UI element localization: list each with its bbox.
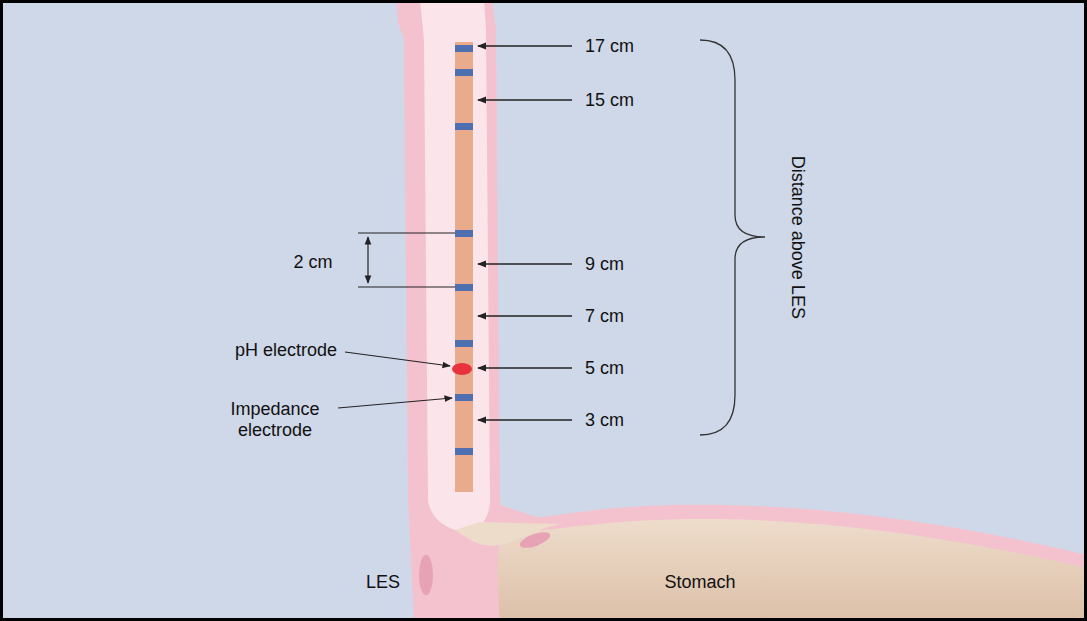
distance-label: 9 cm bbox=[585, 254, 624, 275]
bracket bbox=[700, 40, 765, 435]
pointer-leaders bbox=[338, 352, 452, 408]
distance-label: 5 cm bbox=[585, 358, 624, 379]
distance-label: 17 cm bbox=[585, 36, 634, 57]
esophagus-lumen bbox=[420, 0, 490, 530]
les-muscle bbox=[518, 529, 552, 551]
dimension-label: 2 cm bbox=[293, 252, 332, 273]
stomach-lumen bbox=[455, 519, 1087, 621]
part-label: Impedance electrode bbox=[220, 399, 330, 440]
region-label: LES bbox=[366, 572, 400, 593]
part-label: pH electrode bbox=[235, 340, 337, 361]
axis-title: Distance above LES bbox=[788, 155, 809, 318]
distance-leaders bbox=[478, 46, 572, 420]
distance-label: 15 cm bbox=[585, 90, 634, 111]
stomach-wall bbox=[430, 505, 1087, 621]
dimension-lines bbox=[358, 233, 455, 287]
ph-electrode bbox=[452, 363, 472, 375]
les-muscle bbox=[419, 555, 433, 595]
distance-label: 3 cm bbox=[585, 410, 624, 431]
impedance-electrodes bbox=[455, 45, 473, 455]
distance-label: 7 cm bbox=[585, 306, 624, 327]
region-label: Stomach bbox=[664, 572, 735, 593]
catheter bbox=[455, 42, 473, 492]
